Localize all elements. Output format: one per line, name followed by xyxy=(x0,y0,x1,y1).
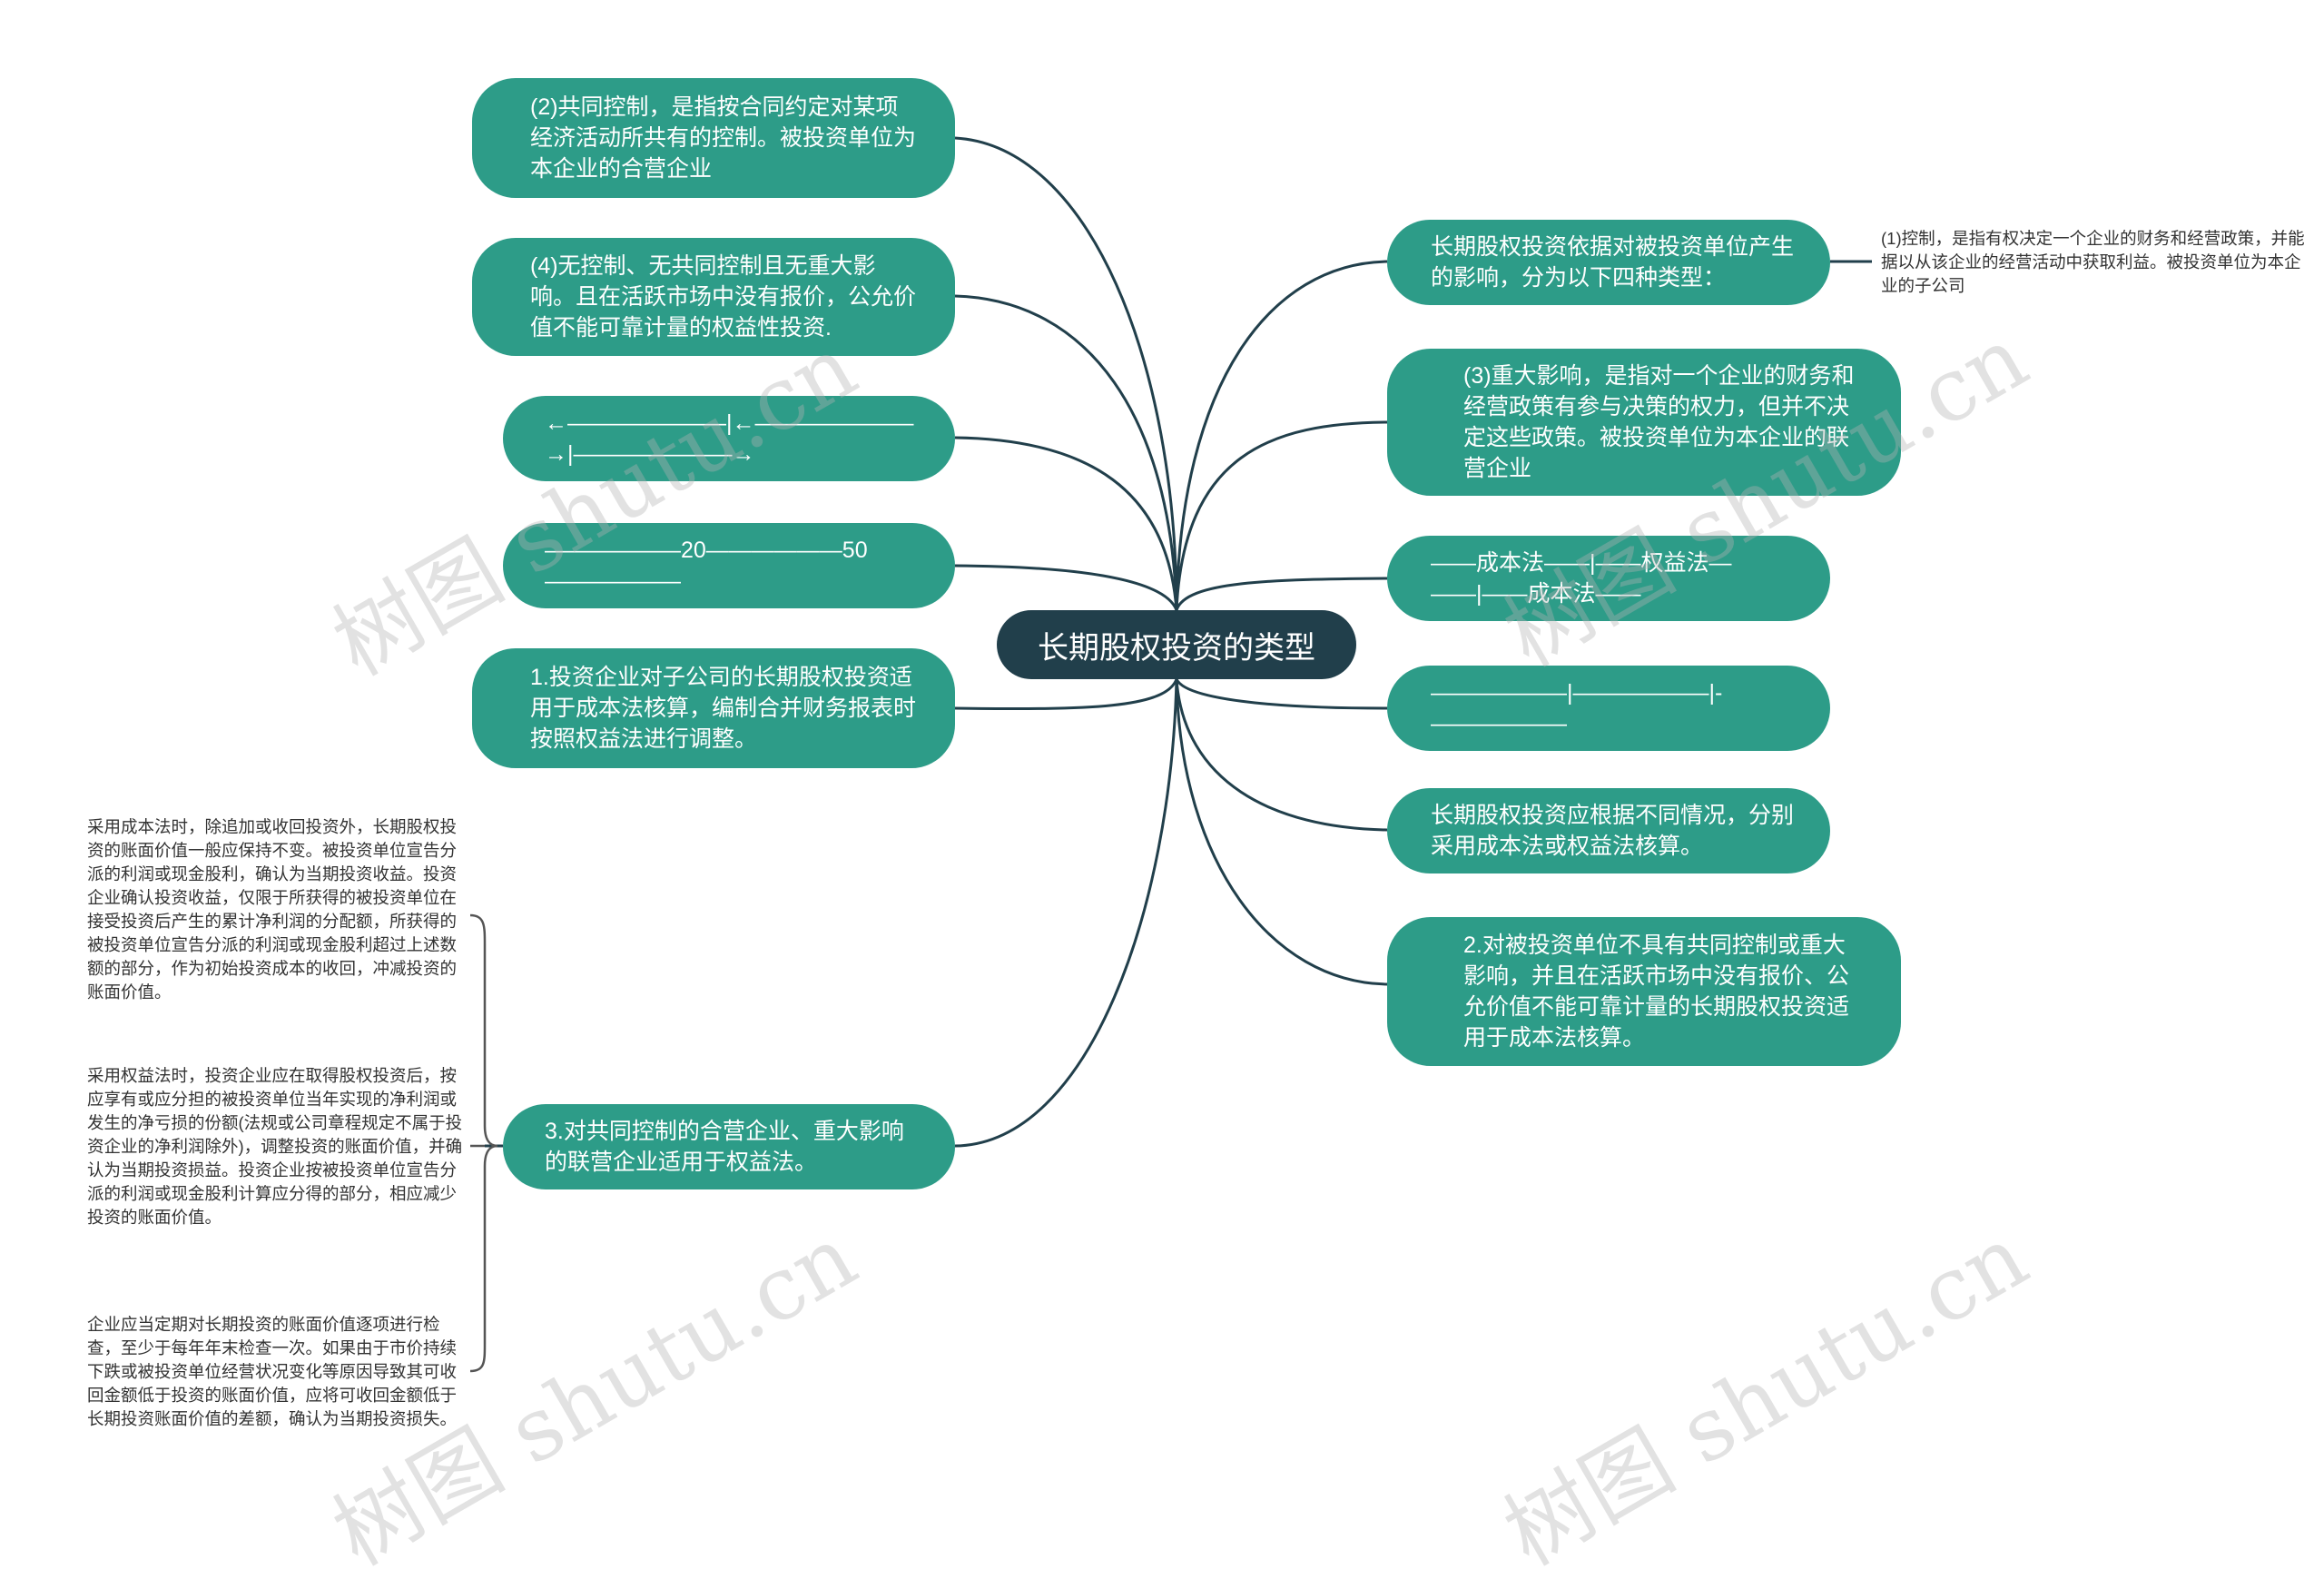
notes-bracket xyxy=(469,913,498,1373)
link-l4 xyxy=(954,564,1178,611)
link-r5 xyxy=(1175,678,1388,832)
node-cost-method-applicable[interactable]: 2.对被投资单位不具有共同控制或重大影响，并且在活跃市场中没有报价、公允价值不能… xyxy=(1387,917,1901,1066)
node-four-types[interactable]: 长期股权投资依据对被投资单位产生的影响，分为以下四种类型： xyxy=(1387,220,1830,305)
note-equity-method: 采用权益法时，投资企业应在取得股权投资后，按应享有或应分担的被投资单位当年实现的… xyxy=(87,1066,463,1227)
mind-map-canvas: 长期股权投资的类型 (2)共同控制，是指按合同约定对某项经济活动所共有的控制。被… xyxy=(87,78,2305,1585)
node-method-scale[interactable]: ——成本法——|——权益法— ——|——成本法—— xyxy=(1387,536,1830,621)
link-r6 xyxy=(1175,678,1388,986)
node-equity-method[interactable]: 3.对共同控制的合营企业、重大影响的联营企业适用于权益法。 xyxy=(503,1104,955,1189)
link-l5 xyxy=(954,678,1178,711)
central-topic[interactable]: 长期股权投资的类型 xyxy=(997,610,1356,679)
note-cost-method: 采用成本法时，除追加或收回投资外，长期股权投资的账面价值一般应保持不变。被投资单… xyxy=(87,817,458,1002)
node-by-situation[interactable]: 长期股权投资应根据不同情况，分别采用成本法或权益法核算。 xyxy=(1387,788,1830,873)
node-significant-influence[interactable]: (3)重大影响，是指对一个企业的财务和经营政策有参与决策的权力，但并不决定这些政… xyxy=(1387,349,1901,496)
node-line-scale[interactable]: ——————|——————|- —————— xyxy=(1387,666,1830,751)
connector-lines xyxy=(469,136,1872,1373)
link-l1 xyxy=(954,136,1178,611)
link-l6 xyxy=(954,678,1178,1148)
link-r3 xyxy=(1175,577,1388,611)
node-no-control[interactable]: (4)无控制、无共同控制且无重大影响。且在活跃市场中没有报价，公允价值不能可靠计… xyxy=(472,238,955,356)
note-impairment: 企业应当定期对长期投资的账面价值逐项进行检查，至少于每年年末检查一次。如果由于市… xyxy=(87,1315,458,1428)
node-arrow-diagram[interactable]: ←———————|←——————— →|———————→ xyxy=(503,396,955,481)
node-subsidiary-cost-method[interactable]: 1.投资企业对子公司的长期股权投资适用于成本法核算，编制合并财务报表时按照权益法… xyxy=(472,648,955,768)
link-r2 xyxy=(1175,420,1388,611)
link-r4 xyxy=(1175,678,1388,710)
link-r1 xyxy=(1175,260,1388,611)
node-percentage-scale[interactable]: ——————20——————50 —————— xyxy=(503,523,955,608)
note-control-definition: (1)控制，是指有权决定一个企业的财务和经营政策，并能据以从该企业的经营活动中获… xyxy=(1881,229,2305,295)
link-l3 xyxy=(954,436,1178,611)
link-l2 xyxy=(954,294,1178,611)
node-joint-control[interactable]: (2)共同控制，是指按合同约定对某项经济活动所共有的控制。被投资单位为本企业的合… xyxy=(472,78,955,198)
